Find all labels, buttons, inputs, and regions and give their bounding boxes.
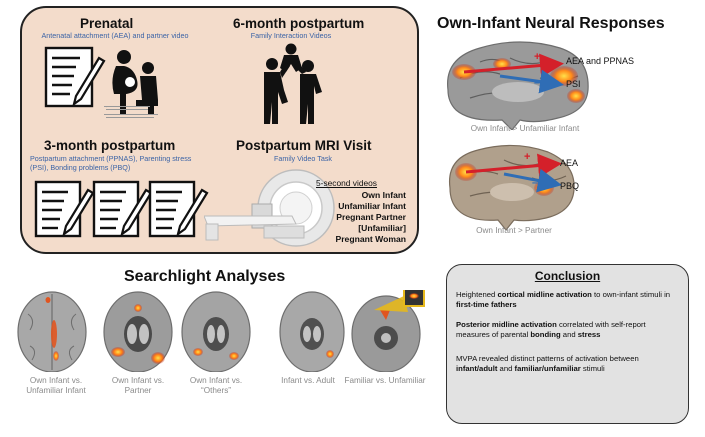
- questionnaires-illustration: [34, 180, 209, 238]
- searchlight-label-3: Own Infant vs. “Others”: [189, 376, 243, 395]
- video-item-unfamiliar-infant: Unfamiliar Infant: [338, 201, 406, 211]
- sagittal-brain-bottom: + –: [448, 144, 575, 230]
- family-icon: [264, 43, 322, 124]
- video-item-pregnant-partner: Pregnant Partner: [336, 212, 406, 222]
- searchlight-brains: [17, 290, 425, 372]
- family-illustration: [264, 43, 322, 124]
- mri-scanner-icon: [204, 169, 335, 247]
- video-item-own-infant: Own Infant: [361, 190, 406, 200]
- sagittal-brain-top: + –: [447, 41, 589, 130]
- three-month-title: 3-month postpartum: [44, 138, 176, 153]
- searchlight-label-5: Familiar vs. Unfamiliar: [344, 376, 426, 385]
- axial-brain-1: [17, 291, 87, 372]
- bottom-caption: Own Infant > Partner: [476, 226, 552, 235]
- searchlight-title: Searchlight Analyses: [124, 268, 286, 285]
- svg-text:+: +: [524, 151, 530, 163]
- activation-blob: [51, 320, 57, 348]
- activation-blob: [134, 304, 142, 312]
- svg-text:–: –: [532, 177, 538, 189]
- brain-sagittal-shape: [448, 144, 575, 230]
- questionnaire-icon-1: [34, 180, 95, 238]
- activation-blob: [111, 347, 125, 357]
- questionnaire-icon: [44, 46, 106, 108]
- top-arrow1-label: AEA and PPNAS: [566, 56, 635, 66]
- videos-header: 5-second videos: [316, 178, 377, 188]
- activation-blob: [193, 348, 203, 356]
- conclusion-point-1: Heightened cortical midline activation t…: [456, 290, 671, 309]
- top-caption: Own Infant > Unfamiliar Infant: [470, 124, 580, 133]
- svg-text:.: .: [106, 106, 107, 109]
- blue-arrow-icon: [499, 69, 564, 94]
- mri-scanner-illustration: [204, 169, 335, 247]
- activation-blob: [45, 297, 51, 303]
- activation-blob: [229, 352, 239, 360]
- searchlight-label-4: Infant vs. Adult: [281, 376, 335, 385]
- zoom-wedge-icon: [374, 296, 408, 312]
- neural-title: Own-Infant Neural Responses: [437, 15, 665, 32]
- prenatal-illustration: .: [44, 46, 158, 118]
- axial-brain-5: [351, 290, 425, 372]
- six-month-subtitle: Family Interaction Videos: [250, 31, 332, 40]
- bottom-arrow2-label: PBQ: [560, 181, 580, 191]
- searchlight-label-2: Own Infant vs. Partner: [111, 376, 165, 395]
- questionnaire-icon-3: [148, 180, 209, 238]
- svg-text:+: +: [534, 51, 540, 63]
- mri-title: Postpartum MRI Visit: [236, 138, 372, 153]
- axial-brain-2: [103, 291, 173, 372]
- axial-brain-4: [279, 291, 345, 372]
- axial-brain-3: [181, 291, 251, 372]
- top-arrow2-label: PSI: [566, 79, 581, 89]
- video-item-unfamiliar: [Unfamiliar]: [358, 223, 406, 233]
- activation-blob: [380, 310, 390, 320]
- blue-arrow-icon: [503, 168, 562, 193]
- three-month-subtitle: Postpartum attachment (PPNAS), Parenting…: [30, 154, 192, 172]
- searchlight-label-1: Own Infant vs. Unfamiliar Infant: [26, 376, 86, 395]
- activation-blob: [567, 89, 585, 103]
- bottom-arrow1-label: AEA: [560, 158, 579, 168]
- red-arrow-icon: [463, 53, 564, 78]
- red-arrow-icon: [465, 153, 562, 178]
- conclusion-title: Conclusion: [534, 269, 601, 283]
- activation-blob: [326, 350, 334, 358]
- prenatal-subtitle: Antenatal attachment (AEA) and partner v…: [41, 31, 189, 40]
- activation-blob: [53, 351, 59, 361]
- conclusion-box: [446, 264, 689, 424]
- mri-subtitle: Family Video Task: [273, 154, 333, 163]
- six-month-title: 6-month postpartum: [233, 16, 365, 31]
- video-item-pregnant-woman: Pregnant Woman: [335, 234, 406, 244]
- activation-blob: [151, 352, 165, 364]
- questionnaire-icon-2: [92, 180, 153, 238]
- conclusion-point-3: MVPA revealed distinct patterns of activ…: [456, 354, 639, 373]
- prenatal-title: Prenatal: [80, 16, 134, 31]
- svg-text:–: –: [534, 77, 540, 89]
- pregnant-couple-icon: [112, 50, 158, 114]
- conclusion-point-2: Posterior midline activation correlated …: [456, 320, 646, 339]
